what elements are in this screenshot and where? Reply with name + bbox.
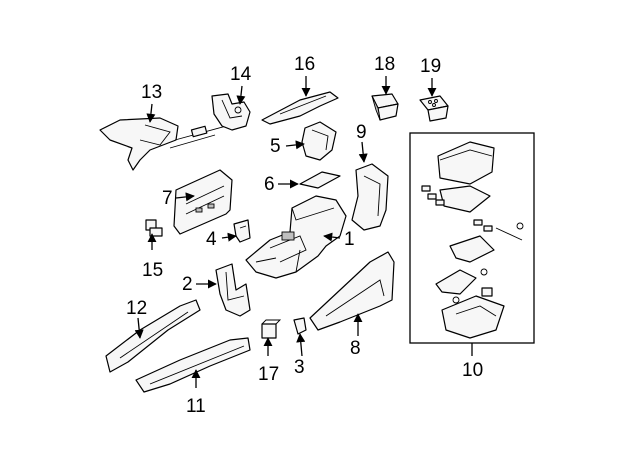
part-5-shape <box>301 121 337 161</box>
callout-10: 10 <box>462 360 483 381</box>
callout-15: 15 <box>142 260 163 281</box>
callout-12: 12 <box>126 298 147 319</box>
part-17-shape <box>261 319 282 339</box>
callout-5: 5 <box>270 136 281 157</box>
callout-13: 13 <box>141 82 162 103</box>
part-14-shape <box>211 93 251 131</box>
part-12-shape <box>105 299 201 373</box>
part-6-shape <box>299 171 341 189</box>
callout-1: 1 <box>344 229 355 250</box>
part-1-shape <box>245 195 347 279</box>
part-9-shape <box>351 163 389 231</box>
part-13-shape <box>99 117 231 171</box>
callout-7: 7 <box>162 188 173 209</box>
callout-9: 9 <box>356 122 367 143</box>
part-10-contents <box>421 141 524 339</box>
callout-3: 3 <box>294 357 305 378</box>
callout-16: 16 <box>294 54 315 75</box>
part-11-shape <box>135 337 251 393</box>
callout-11: 11 <box>186 396 206 417</box>
part-8-shape <box>309 251 395 331</box>
callout-14: 14 <box>230 64 252 85</box>
callout-19: 19 <box>420 56 441 77</box>
part-16-shape <box>261 91 339 125</box>
part-4-shape <box>233 219 251 243</box>
callout-8: 8 <box>350 338 361 359</box>
part-15-shape <box>145 219 163 237</box>
part-3-shape <box>293 317 307 335</box>
part-2-shape <box>215 263 251 317</box>
part-18-shape <box>371 93 399 121</box>
part-19-shape <box>419 95 449 122</box>
callout-2: 2 <box>182 274 193 295</box>
callout-17: 17 <box>258 364 279 385</box>
leader-lines <box>134 76 473 388</box>
callout-6: 6 <box>264 174 275 195</box>
callout-4: 4 <box>206 229 217 250</box>
callout-18: 18 <box>374 54 395 75</box>
part-7-shape <box>173 169 233 235</box>
